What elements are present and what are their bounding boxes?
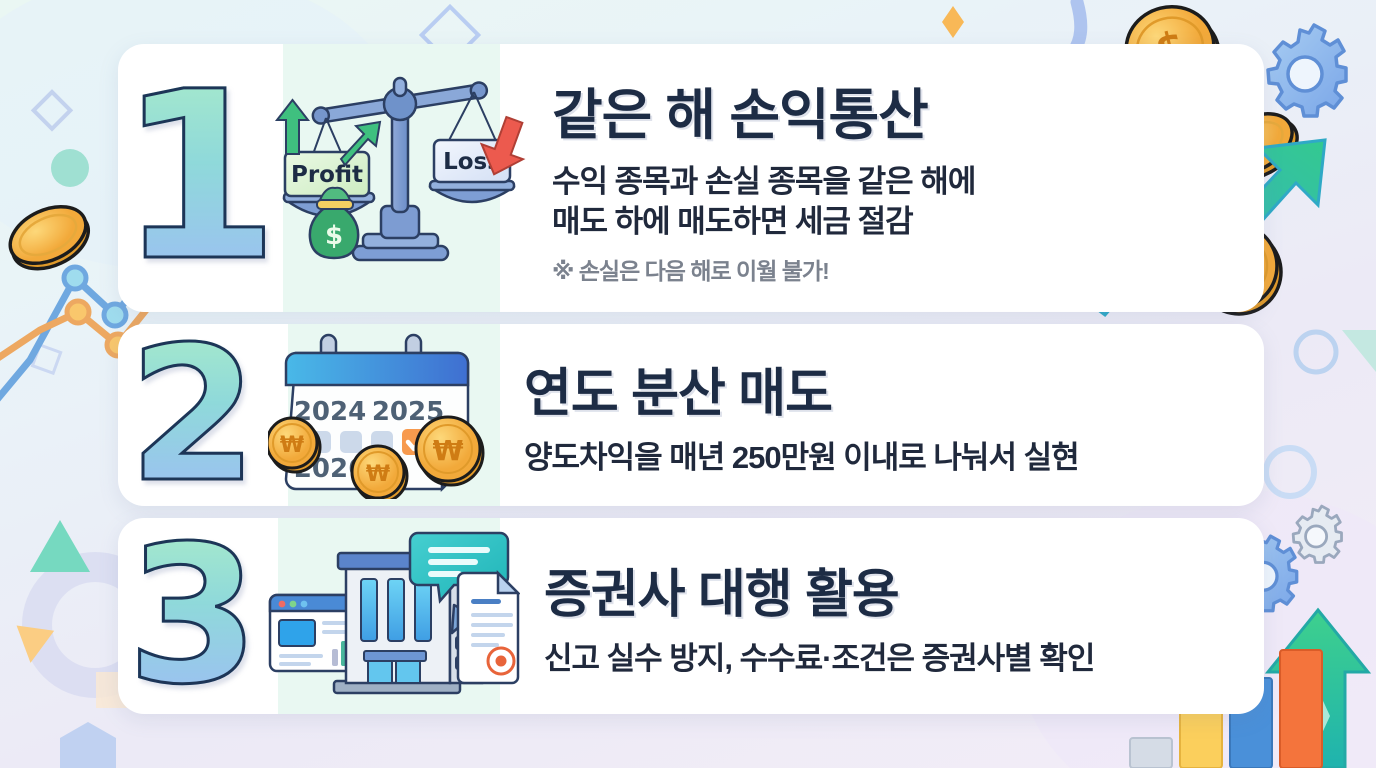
card-3-title: 증권사 대행 활용 <box>544 566 900 625</box>
profit-label: Profit <box>291 162 363 188</box>
card-1-title: 같은 해 손익통산 <box>552 83 929 146</box>
card-1-note: ※ 손실은 다음 해로 이월 불가! <box>552 258 830 285</box>
card-1-numeral: 1 <box>118 44 281 312</box>
svg-text:₩: ₩ <box>366 462 390 487</box>
won-coin-icon: ₩ <box>265 416 322 473</box>
triangle-icon <box>1342 330 1376 372</box>
svg-text:₩: ₩ <box>280 433 304 458</box>
card-3-sub-line-1: 신고 실수 방지, 수수료·조건은 증권사별 확인 <box>544 641 1095 677</box>
money-bag-label: $ <box>325 221 343 251</box>
square-icon <box>30 89 74 132</box>
card-2-title: 연도 분산 매도 <box>524 365 833 424</box>
arrow-up-icon <box>1264 607 1372 768</box>
coin-icon <box>8 204 91 271</box>
card-1[interactable]: 1 <box>118 44 1264 312</box>
diamond-icon <box>942 6 964 38</box>
triangle-icon <box>30 520 90 572</box>
card-2-copy: 연도 분산 매도 양도차익을 매년 250만원 이내로 나눠서 실현 <box>500 351 1080 478</box>
card-1-copy: 같은 해 손익통산 수익 종목과 손실 종목을 같은 해에 매도 하에 매도하면… <box>528 70 976 287</box>
calendar-illustration: 2024 2025 2026 ₩ <box>265 327 500 504</box>
hexagon-icon <box>60 722 116 768</box>
card-2[interactable]: 2 2024 2025 <box>118 324 1264 506</box>
circle-icon <box>1263 445 1317 499</box>
card-3-numeral: 3 <box>118 519 268 712</box>
gear-icon <box>1291 504 1343 564</box>
sparkle-icon <box>1306 690 1330 742</box>
seal-icon <box>486 646 516 675</box>
card-2-sub-line-1: 양도차익을 매년 250만원 이내로 나눠서 실현 <box>524 440 1080 476</box>
card-2-numeral: 2 <box>118 324 268 506</box>
balance-scale-illustration: Profit $ Loss <box>268 56 528 301</box>
card-1-sub-line-2: 매도 하에 매도하면 세금 절감 <box>552 204 914 239</box>
card-3-copy: 증권사 대행 활용 신고 실수 방지, 수수료·조건은 증권사별 확인 <box>520 552 1095 679</box>
circle-icon <box>1293 329 1339 375</box>
won-coin-icon: ₩ <box>414 415 485 486</box>
dot-icon <box>51 149 89 187</box>
triangle-icon <box>16 625 55 663</box>
gear-icon <box>1266 23 1348 118</box>
won-coin-icon: ₩ <box>350 444 409 503</box>
card-1-sub-line-1: 수익 종목과 손실 종목을 같은 해에 <box>552 163 976 199</box>
card-3[interactable]: 3 <box>118 518 1264 714</box>
card-list: 1 <box>118 44 1264 714</box>
square-icon <box>30 343 63 376</box>
svg-text:₩: ₩ <box>433 434 464 467</box>
brokerage-illustration <box>268 521 522 712</box>
